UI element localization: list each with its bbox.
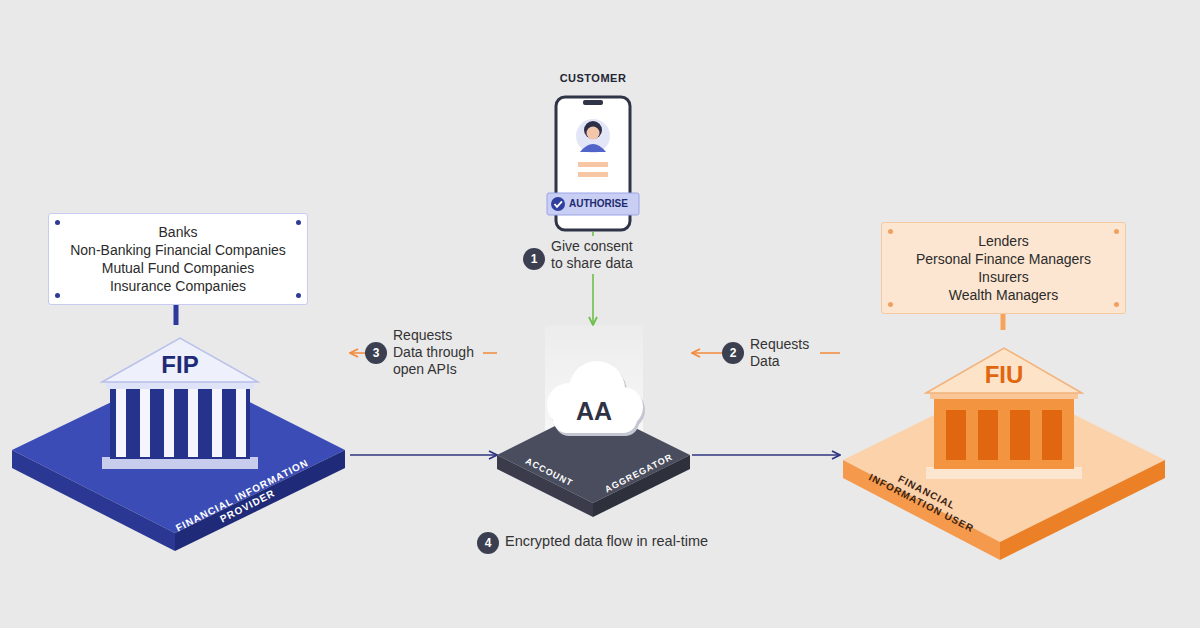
illustration-part [587,127,600,140]
fip-building: FIPFINANCIAL INFORMATION PROVIDER [10,325,350,570]
corner-dot [888,229,893,234]
list-item-text: Wealth Managers [900,286,1107,304]
callout-number: 2 [722,342,744,364]
aa-cloud-platform: AAACCOUNTAGGREGATOR [497,325,692,520]
illustration-part [578,172,608,177]
step-caption: Give consent to share data [545,236,649,274]
list-item-text: Personal Finance Managers [900,250,1107,268]
step-caption: Requests Data through open APIs [387,325,483,380]
illustration-part [934,397,1074,469]
illustration-part [164,389,174,457]
building-label: FIU [964,361,1044,389]
list-item-text: Lenders [900,232,1107,250]
link-line [1001,314,1006,330]
step-caption: Requests Data [744,334,820,372]
corner-dot [296,293,301,298]
illustration-part [110,387,250,459]
illustration-part [584,121,602,139]
illustration-part [578,162,608,167]
list-item-text: Insurance Companies [67,277,289,295]
user-list-box: LendersPersonal Finance ManagersInsurers… [881,222,1126,314]
list-item-text: Mutual Fund Companies [67,259,289,277]
illustration-part [551,197,565,211]
illustration-part [580,144,606,152]
building-label: FIP [140,351,220,379]
illustration-part [102,338,258,382]
illustration-part [547,193,639,215]
illustration-part [1042,410,1062,460]
flow-arrow [692,454,840,456]
illustration-part [946,410,966,460]
cloud-label: AA [564,397,624,425]
corner-dot [1114,302,1119,307]
list-item-text: Non-Banking Financial Companies [67,241,289,259]
callout-number: 3 [365,342,387,364]
provider-list-box: BanksNon-Banking Financial CompaniesMutu… [48,213,308,305]
illustration-part [12,368,345,533]
customer-phone: CUSTOMER AUTHORISE [540,70,646,232]
list-item-text: Insurers [900,268,1107,286]
authorise-button-label: AUTHORISE [569,198,635,210]
illustration-part [843,380,1165,542]
step-caption: Encrypted data flow in real-time [499,533,714,550]
fiu-building: FIUFINANCIAL INFORMATION USER [840,330,1170,578]
illustration-part [116,389,126,457]
illustration-part [926,348,1082,393]
customer-heading: CUSTOMER [543,71,643,85]
illustration-part [555,201,563,207]
corner-dot [1114,229,1119,234]
corner-dot [55,220,60,225]
corner-dot [296,220,301,225]
callout-number: 1 [523,248,545,270]
illustration-part [236,389,246,457]
illustration-part [576,119,610,153]
list-item-text: Banks [67,223,289,241]
callout-number: 4 [477,532,499,554]
link-line [174,305,179,325]
corner-dot [55,293,60,298]
corner-dot [888,302,893,307]
illustration-part [140,389,150,457]
illustration-part [978,410,998,460]
illustration-part [583,100,603,105]
flow-arrow [350,454,497,456]
illustration-part [547,361,643,433]
illustration-part [1010,410,1030,460]
illustration-part [212,389,222,457]
illustration-part [188,389,198,457]
